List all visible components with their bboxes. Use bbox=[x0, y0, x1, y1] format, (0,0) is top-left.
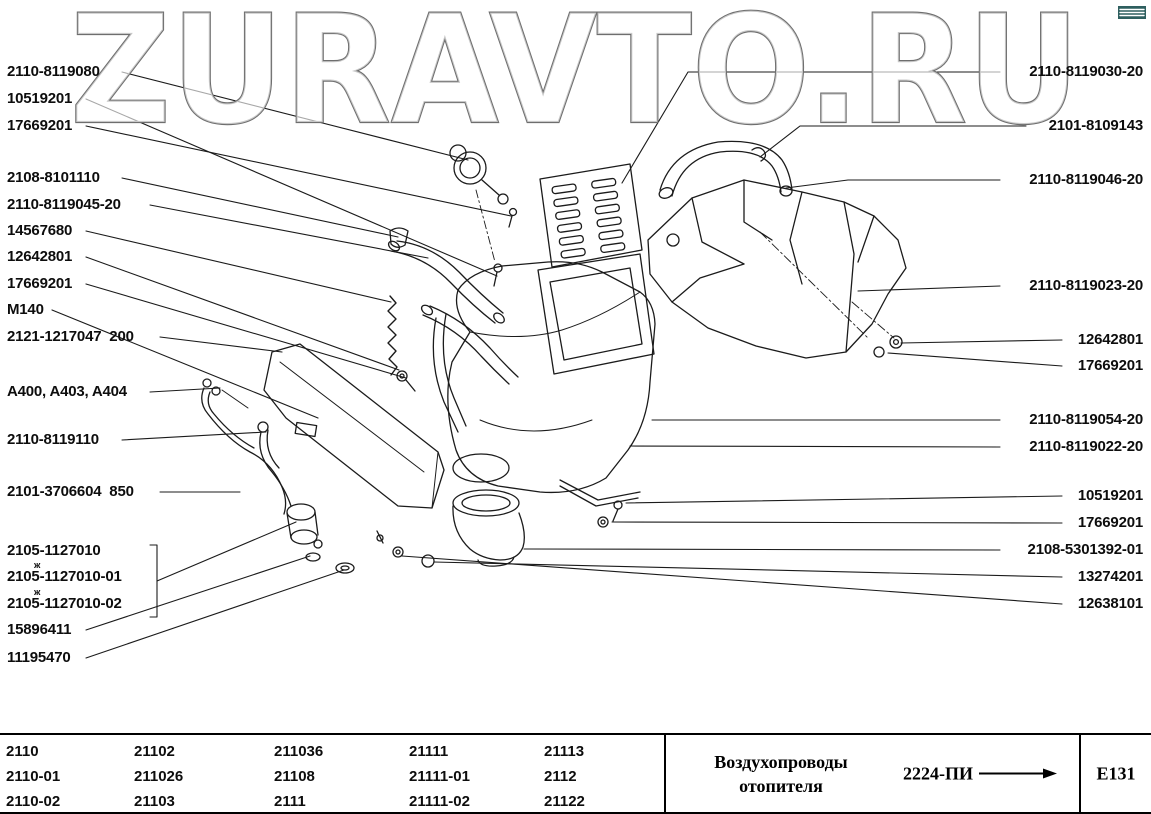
part-number-label: 2101-3706604 850 bbox=[7, 483, 134, 500]
right-duct-assembly-part bbox=[647, 179, 907, 359]
upper-duct-part bbox=[658, 140, 793, 199]
catalog-code: 2224-ПИ bbox=[903, 763, 1057, 784]
part-number-label: 2110-8119045-20 bbox=[7, 196, 121, 213]
model-column: 21111 21111-01 21111-02 bbox=[409, 739, 470, 814]
part-number-label: 2110-8119023-20 bbox=[1029, 277, 1143, 294]
model-code: 2110-01 bbox=[6, 768, 61, 785]
part-number-label: 2108-8101110 bbox=[7, 169, 100, 186]
model-code: 2112 bbox=[544, 768, 577, 785]
section-title-line2: отопителя bbox=[739, 775, 823, 796]
watermark: ZURAVTO.RU bbox=[70, 0, 1080, 158]
footer-table: 2110 2110-01 2110-02 21102 211026 21103 … bbox=[0, 733, 1151, 814]
part-number-label: 2108-5301392-01 bbox=[1027, 541, 1144, 558]
curved-tube-part bbox=[387, 227, 519, 385]
model-code: 21102 bbox=[134, 743, 175, 760]
part-number-label: 2121-1217047 200 bbox=[7, 328, 134, 345]
part-number-label: 15896411 bbox=[7, 621, 72, 638]
model-column: 21102 211026 21103 bbox=[134, 739, 183, 814]
model-code: 21113 bbox=[544, 743, 585, 760]
part-number-label: 12642801 bbox=[7, 248, 73, 265]
part-number-label: 2110-8119030-20 bbox=[1029, 63, 1143, 80]
footer-divider bbox=[1079, 735, 1081, 812]
model-column: 2110 2110-01 2110-02 bbox=[6, 739, 60, 814]
spring-part bbox=[387, 295, 416, 392]
actuator-motor-part bbox=[449, 144, 518, 287]
part-number-label: 2105-1127010-01 bbox=[7, 568, 122, 585]
exploded-diagram: ZURAVTO.RU bbox=[51, 0, 1146, 659]
model-code: 21111 bbox=[409, 743, 449, 760]
part-number-label: 2101-8109143 bbox=[1048, 117, 1144, 134]
model-column: 21113 2112 21122 bbox=[544, 739, 585, 814]
side-panel-part bbox=[263, 343, 445, 509]
part-number-label: 2110-8119110 bbox=[7, 431, 99, 448]
model-code: 211036 bbox=[274, 743, 324, 760]
part-number-label: 17669201 bbox=[7, 275, 73, 292]
washer-hoses-part bbox=[201, 378, 292, 515]
footnote-mark: ж bbox=[34, 587, 41, 597]
part-number-label: 10519201 bbox=[1077, 487, 1143, 504]
part-number-label: 2105-1127010 bbox=[7, 542, 101, 559]
lower-bracket-part bbox=[559, 479, 641, 528]
corner-logo-icon bbox=[1118, 6, 1146, 19]
part-number-label: 12638101 bbox=[1077, 595, 1143, 612]
seal-frame-part bbox=[537, 253, 655, 375]
pump-motor-part bbox=[286, 503, 435, 574]
part-number-label: 2110-8119022-20 bbox=[1029, 438, 1143, 455]
arrow-right-icon bbox=[979, 768, 1057, 779]
footer-divider bbox=[664, 735, 666, 812]
heater-housing-part bbox=[432, 261, 656, 494]
catalog-code-text: 2224-ПИ bbox=[903, 763, 973, 783]
model-code: 2110-02 bbox=[6, 793, 61, 810]
part-number-label: 11195470 bbox=[7, 649, 71, 666]
part-number-label: 17669201 bbox=[1077, 357, 1143, 374]
model-code: 21103 bbox=[134, 793, 175, 810]
part-number-label: M140 bbox=[7, 301, 44, 318]
model-code: 21122 bbox=[544, 793, 585, 810]
model-code: 21108 bbox=[274, 768, 315, 785]
part-number-label: A400, A403, A404 bbox=[7, 383, 127, 400]
part-number-label: 12642801 bbox=[1077, 331, 1143, 348]
part-number-label: 2110-8119046-20 bbox=[1029, 171, 1143, 188]
model-code: 2110 bbox=[6, 743, 39, 760]
part-number-label: 2110-8119054-20 bbox=[1029, 411, 1143, 428]
footnote-mark: ж bbox=[34, 560, 41, 570]
model-code: 2111 bbox=[274, 793, 306, 810]
part-number-label: 17669201 bbox=[1077, 514, 1143, 531]
part-number-label: 2110-8119080 bbox=[7, 63, 100, 80]
model-column: 211036 21108 2111 bbox=[274, 739, 323, 814]
part-number-label: 2105-1127010-02 bbox=[7, 595, 122, 612]
part-number-label: 14567680 bbox=[7, 222, 73, 239]
page-code: Е131 bbox=[1096, 763, 1136, 783]
model-code: 21111-02 bbox=[409, 793, 470, 810]
vent-grille-part bbox=[539, 163, 643, 268]
model-code: 211026 bbox=[134, 768, 184, 785]
leader-lines bbox=[51, 71, 1063, 659]
part-number-label: 17669201 bbox=[7, 117, 73, 134]
elbow-duct-part bbox=[452, 489, 525, 567]
part-number-label: 10519201 bbox=[7, 90, 73, 107]
model-code: 21111-01 bbox=[409, 768, 470, 785]
section-title-line1: Воздухопроводы bbox=[714, 751, 848, 772]
part-number-label: 13274201 bbox=[1077, 568, 1143, 585]
section-title: Воздухопроводы отопителя bbox=[676, 750, 886, 798]
